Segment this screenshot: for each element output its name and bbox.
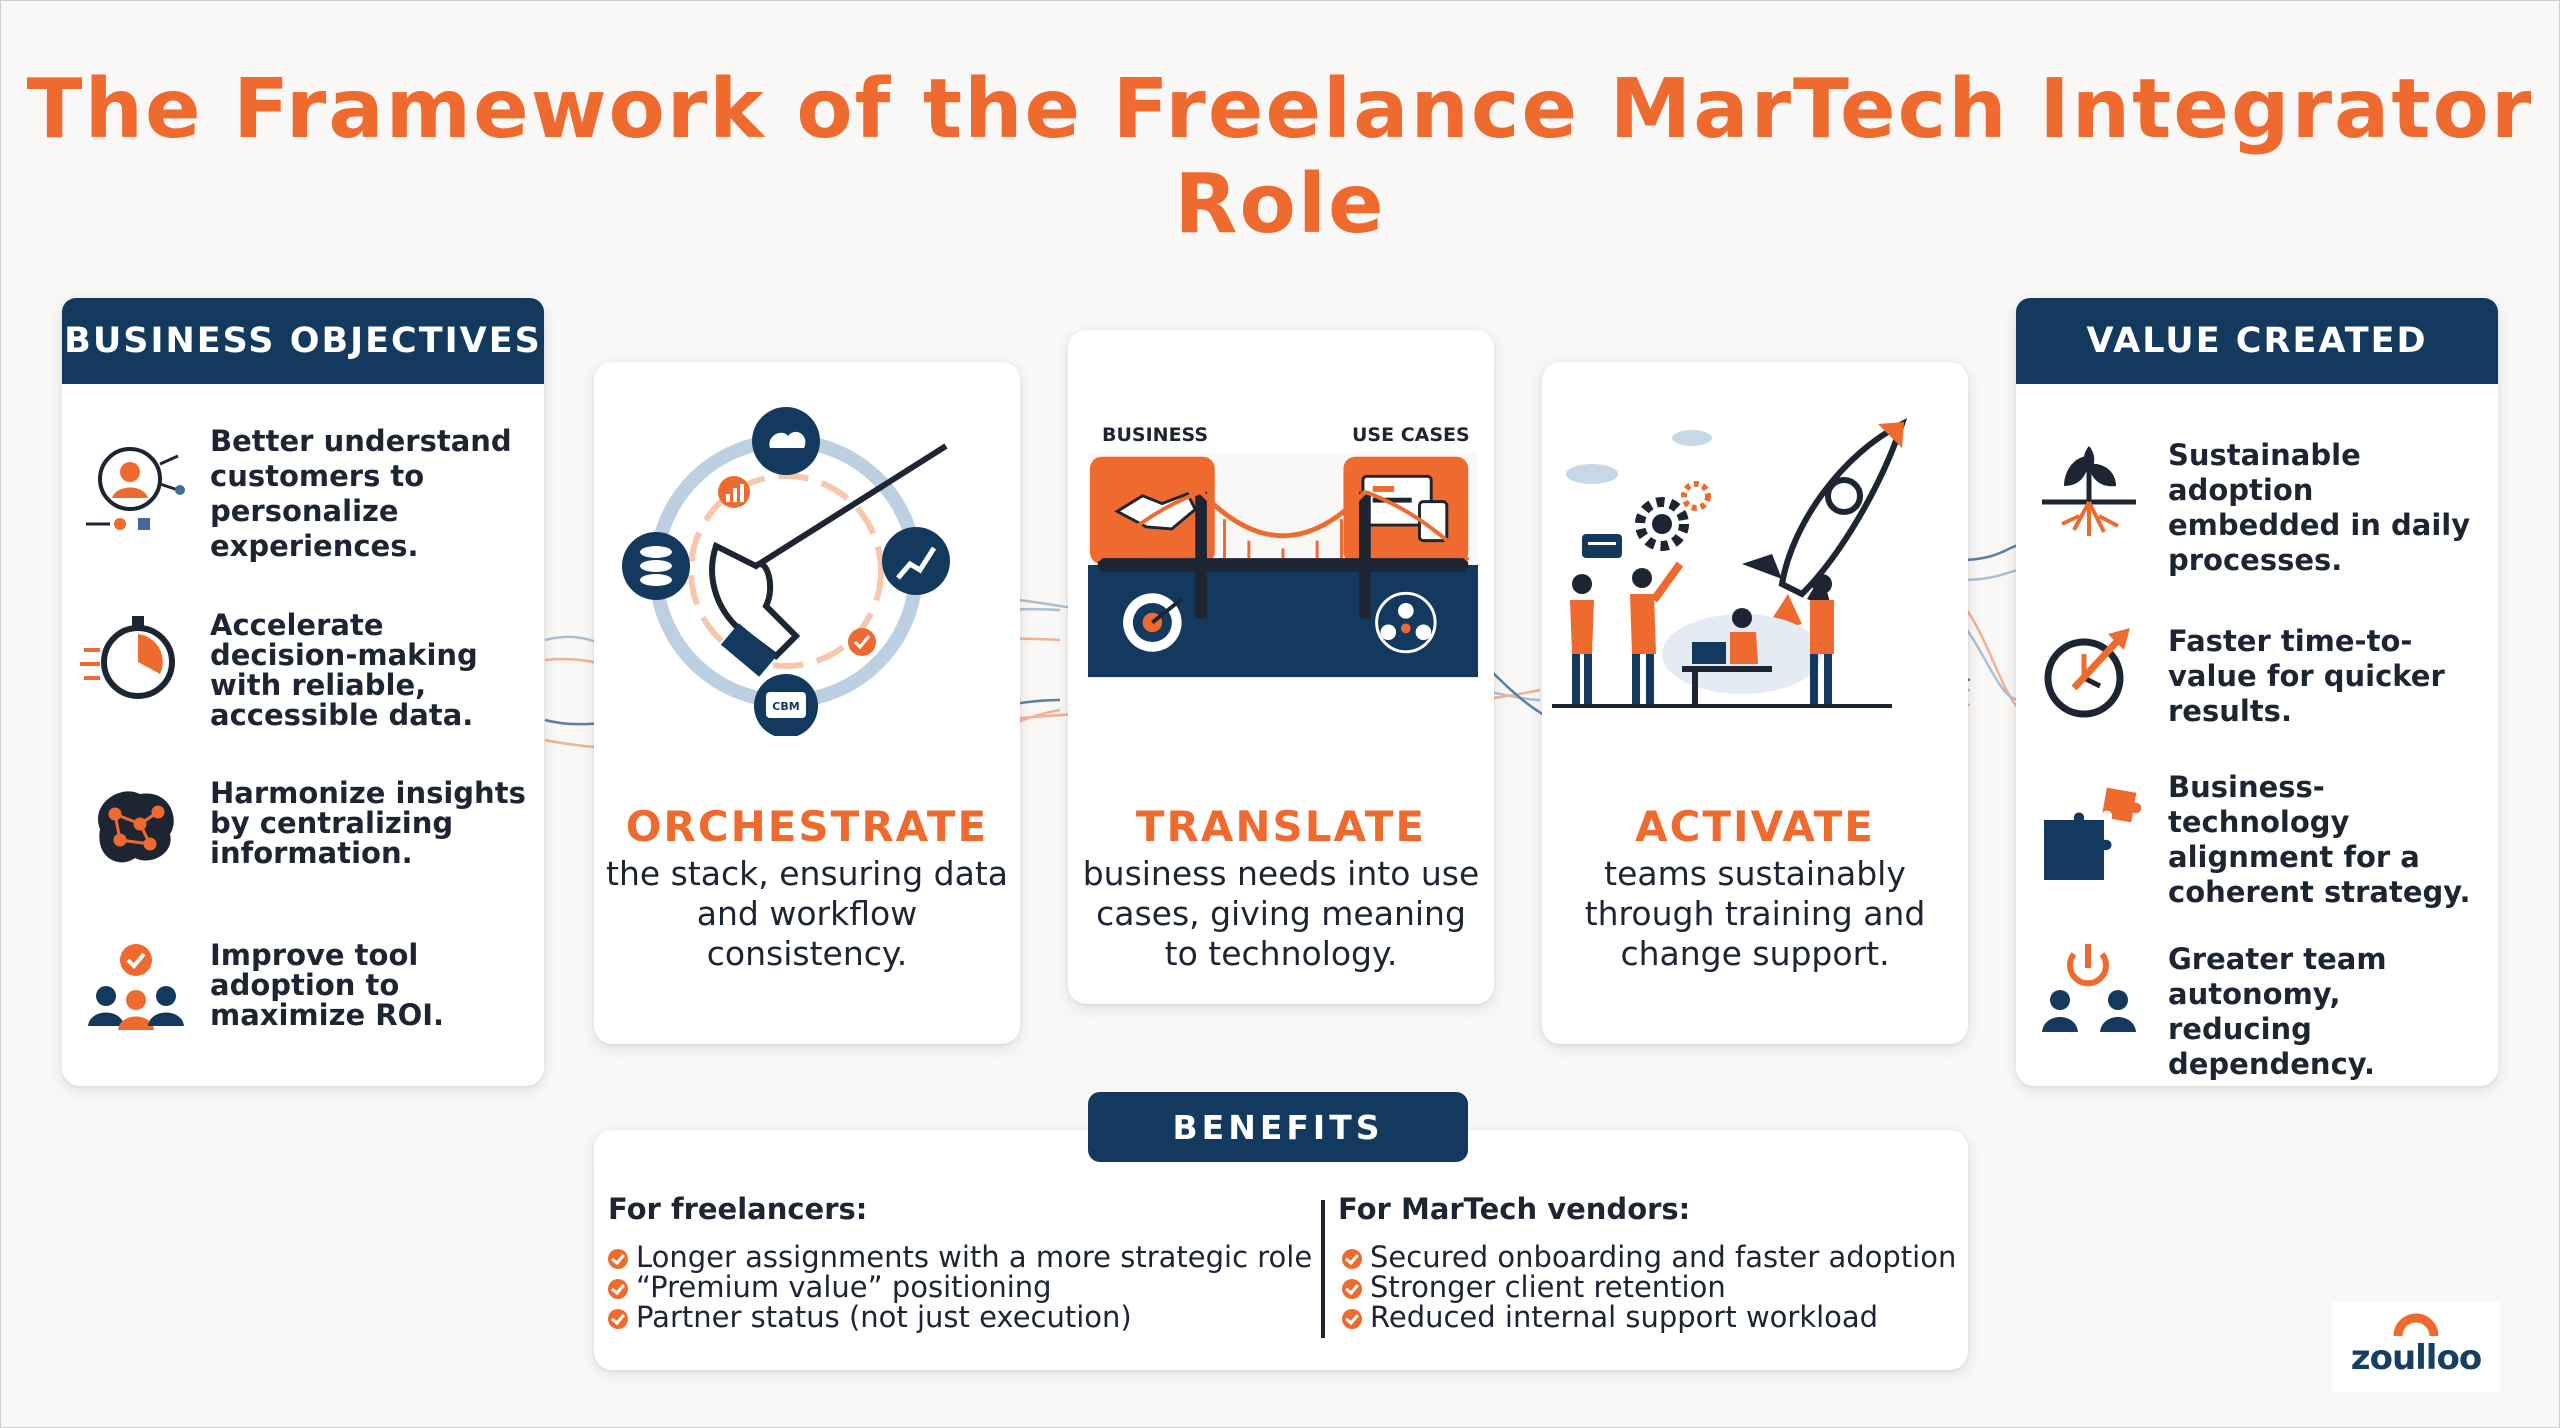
benefits-divider xyxy=(1321,1200,1325,1338)
puzzle-icon xyxy=(2044,787,2142,880)
value-text: Business-technology alignment for a cohe… xyxy=(2168,770,2471,909)
clock-arrow-icon xyxy=(2044,628,2130,718)
objective-text: Harmonize insights by centralizing infor… xyxy=(210,776,526,870)
check-bullet-icon xyxy=(608,1249,628,1269)
value-created-header: VALUE CREATED xyxy=(2016,298,2498,384)
benefit-item: Reduced internal support workload xyxy=(1342,1302,1878,1332)
step-description: teams sustainably through training and c… xyxy=(1584,854,1926,973)
benefit-item: Longer assignments with a more strategic… xyxy=(608,1242,1312,1272)
check-bullet-icon xyxy=(1342,1249,1362,1269)
objective-text: Improve tool adoption to maximize ROI. xyxy=(210,938,445,1032)
business-objectives-header: BUSINESS OBJECTIVES xyxy=(62,298,544,384)
check-bullet-icon xyxy=(1342,1309,1362,1329)
bridge-icon xyxy=(1088,452,1478,678)
brain-network-icon xyxy=(98,791,174,863)
benefit-text: Reduced internal support workload xyxy=(1370,1300,1879,1334)
team-check-icon xyxy=(88,944,184,1030)
step-description: business needs into use cases, giving me… xyxy=(1082,854,1480,973)
benefits-card xyxy=(594,1130,1968,1370)
benefit-text: Secured onboarding and faster adoption xyxy=(1370,1240,1957,1274)
objective-text: Better understand customers to personali… xyxy=(210,424,512,563)
step-title: TRANSLATE xyxy=(1135,802,1427,851)
check-bullet-icon xyxy=(608,1309,628,1329)
stopwatch-icon xyxy=(80,616,175,699)
logo-arc-icon xyxy=(2393,1313,2439,1337)
objective-text: Accelerate decision-making with reliable… xyxy=(210,608,478,732)
benefits-header: BENEFITS xyxy=(1088,1092,1468,1162)
freelancers-heading: For freelancers: xyxy=(608,1192,868,1226)
vendors-heading: For MarTech vendors: xyxy=(1338,1192,1691,1226)
value-created-card: VALUE CREATED Sustainable adoption embed… xyxy=(2016,298,2498,1086)
benefit-item: Stronger client retention xyxy=(1342,1272,1726,1302)
activate-card: ACTIVATE teams sustainably through train… xyxy=(1542,362,1968,1044)
crm-label: CBM xyxy=(772,700,799,713)
step-title: ORCHESTRATE xyxy=(625,802,989,851)
benefit-text: Stronger client retention xyxy=(1370,1270,1726,1304)
business-label: BUSINESS xyxy=(1102,424,1209,446)
use-cases-label: USE CASES xyxy=(1352,424,1470,446)
page-title: The Framework of the Freelance MarTech I… xyxy=(26,62,2534,252)
benefit-item: Secured onboarding and faster adoption xyxy=(1342,1242,1956,1272)
plant-roots-icon xyxy=(2042,446,2136,536)
check-bullet-icon xyxy=(608,1279,628,1299)
translate-card: BUSINESS USE CASES TRANSLATE xyxy=(1068,330,1494,1004)
zoulloo-logo: zoulloo xyxy=(2332,1302,2500,1392)
benefit-text: “Premium value” positioning xyxy=(636,1270,1052,1304)
rocket-team-icon xyxy=(1552,418,1908,708)
benefit-item: “Premium value” positioning xyxy=(608,1272,1052,1302)
power-team-icon xyxy=(2042,944,2136,1032)
value-text: Sustainable adoption embedded in daily p… xyxy=(2168,438,2471,577)
value-text: Greater team autonomy, reducing dependen… xyxy=(2168,942,2387,1081)
value-text: Faster time-to-value for quicker results… xyxy=(2168,624,2445,728)
conductor-stack-icon: CBM xyxy=(622,407,950,736)
benefit-text: Partner status (not just execution) xyxy=(636,1300,1132,1334)
business-objectives-card: BUSINESS OBJECTIVES Better understand cu… xyxy=(62,298,544,1086)
step-title: ACTIVATE xyxy=(1635,802,1875,851)
benefit-item: Partner status (not just execution) xyxy=(608,1302,1132,1332)
check-bullet-icon xyxy=(1342,1279,1362,1299)
logo-text: zoulloo xyxy=(2350,1338,2482,1378)
orchestrate-card: CBM ORCHESTRATE the stack, ensuring data… xyxy=(594,362,1020,1044)
customer-insight-icon xyxy=(86,447,185,530)
step-description: the stack, ensuring data and workflow co… xyxy=(606,854,1008,973)
benefit-text: Longer assignments with a more strategic… xyxy=(636,1240,1313,1274)
